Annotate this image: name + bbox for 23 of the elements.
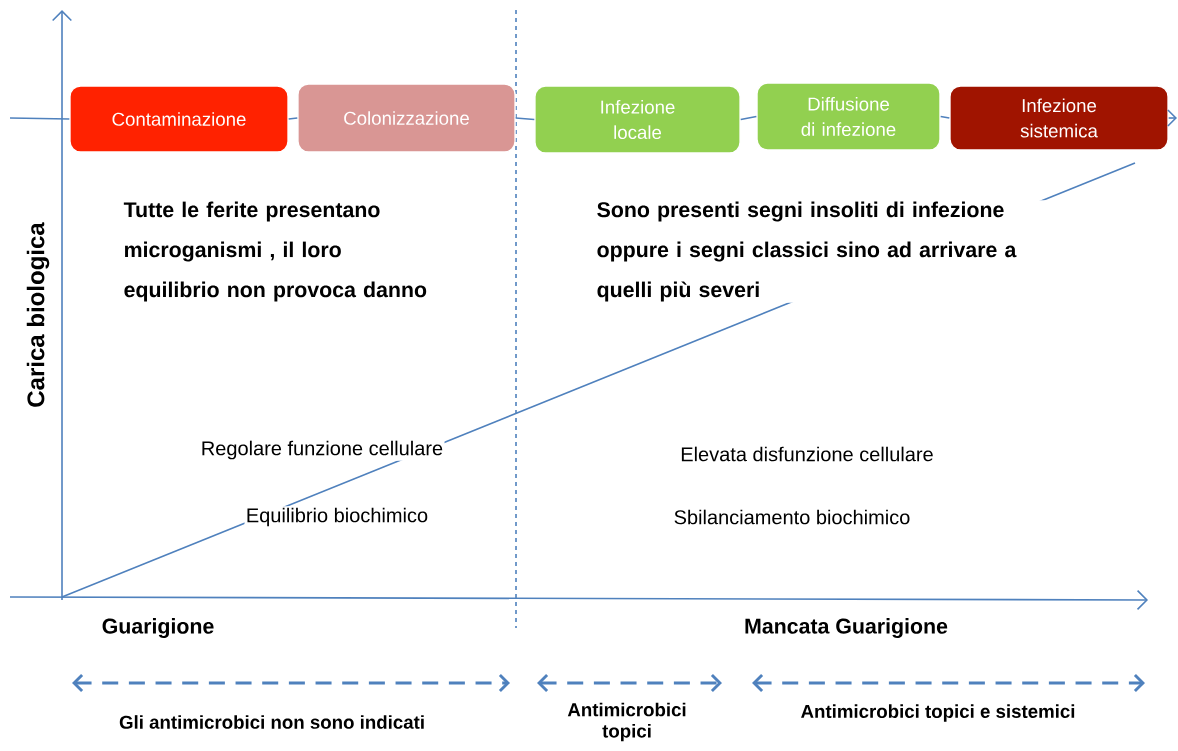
text-label: Sbilanciamento biochimico: [674, 509, 910, 525]
text-label: Guarigione: [102, 618, 214, 638]
text-label: Gli antimicrobici non sono indicati: [119, 715, 424, 729]
text-label: Elevata disfunzione cellulare: [681, 446, 933, 462]
text-label: Mancata Guarigione: [745, 618, 948, 638]
text-label: Sono presenti segni insoliti di infezione oppure i segni classici sino ad arrivare a quelli più severi: [595, 200, 1068, 303]
connector-line: [514, 117, 536, 121]
text-label: Antimicrobici topici: [567, 702, 686, 742]
text-label: Regolare funzione cellulare: [199, 439, 445, 461]
connector-line: [9, 117, 71, 120]
text-label: Carica biologica: [26, 222, 50, 407]
stage-box: Infezione sistemica: [949, 85, 1169, 151]
connector-line: [939, 115, 951, 119]
connector-line: [1167, 109, 1177, 127]
text-label: Tutte le ferite presentano microganismi , il loro equilibrio non provoca danno: [123, 201, 427, 302]
text-label: Antimicrobici topici e sistemici: [801, 704, 1075, 722]
connector-line: [287, 117, 299, 120]
connector-line: [739, 115, 758, 121]
stage-box: Contaminazione: [69, 85, 289, 153]
text-label: Equilibrio biochimico: [244, 506, 430, 528]
stage-box: Colonizzazione: [297, 83, 516, 153]
stage-box: Diffusione di infezione: [756, 82, 941, 151]
stage-box: Infezione locale: [534, 85, 741, 154]
